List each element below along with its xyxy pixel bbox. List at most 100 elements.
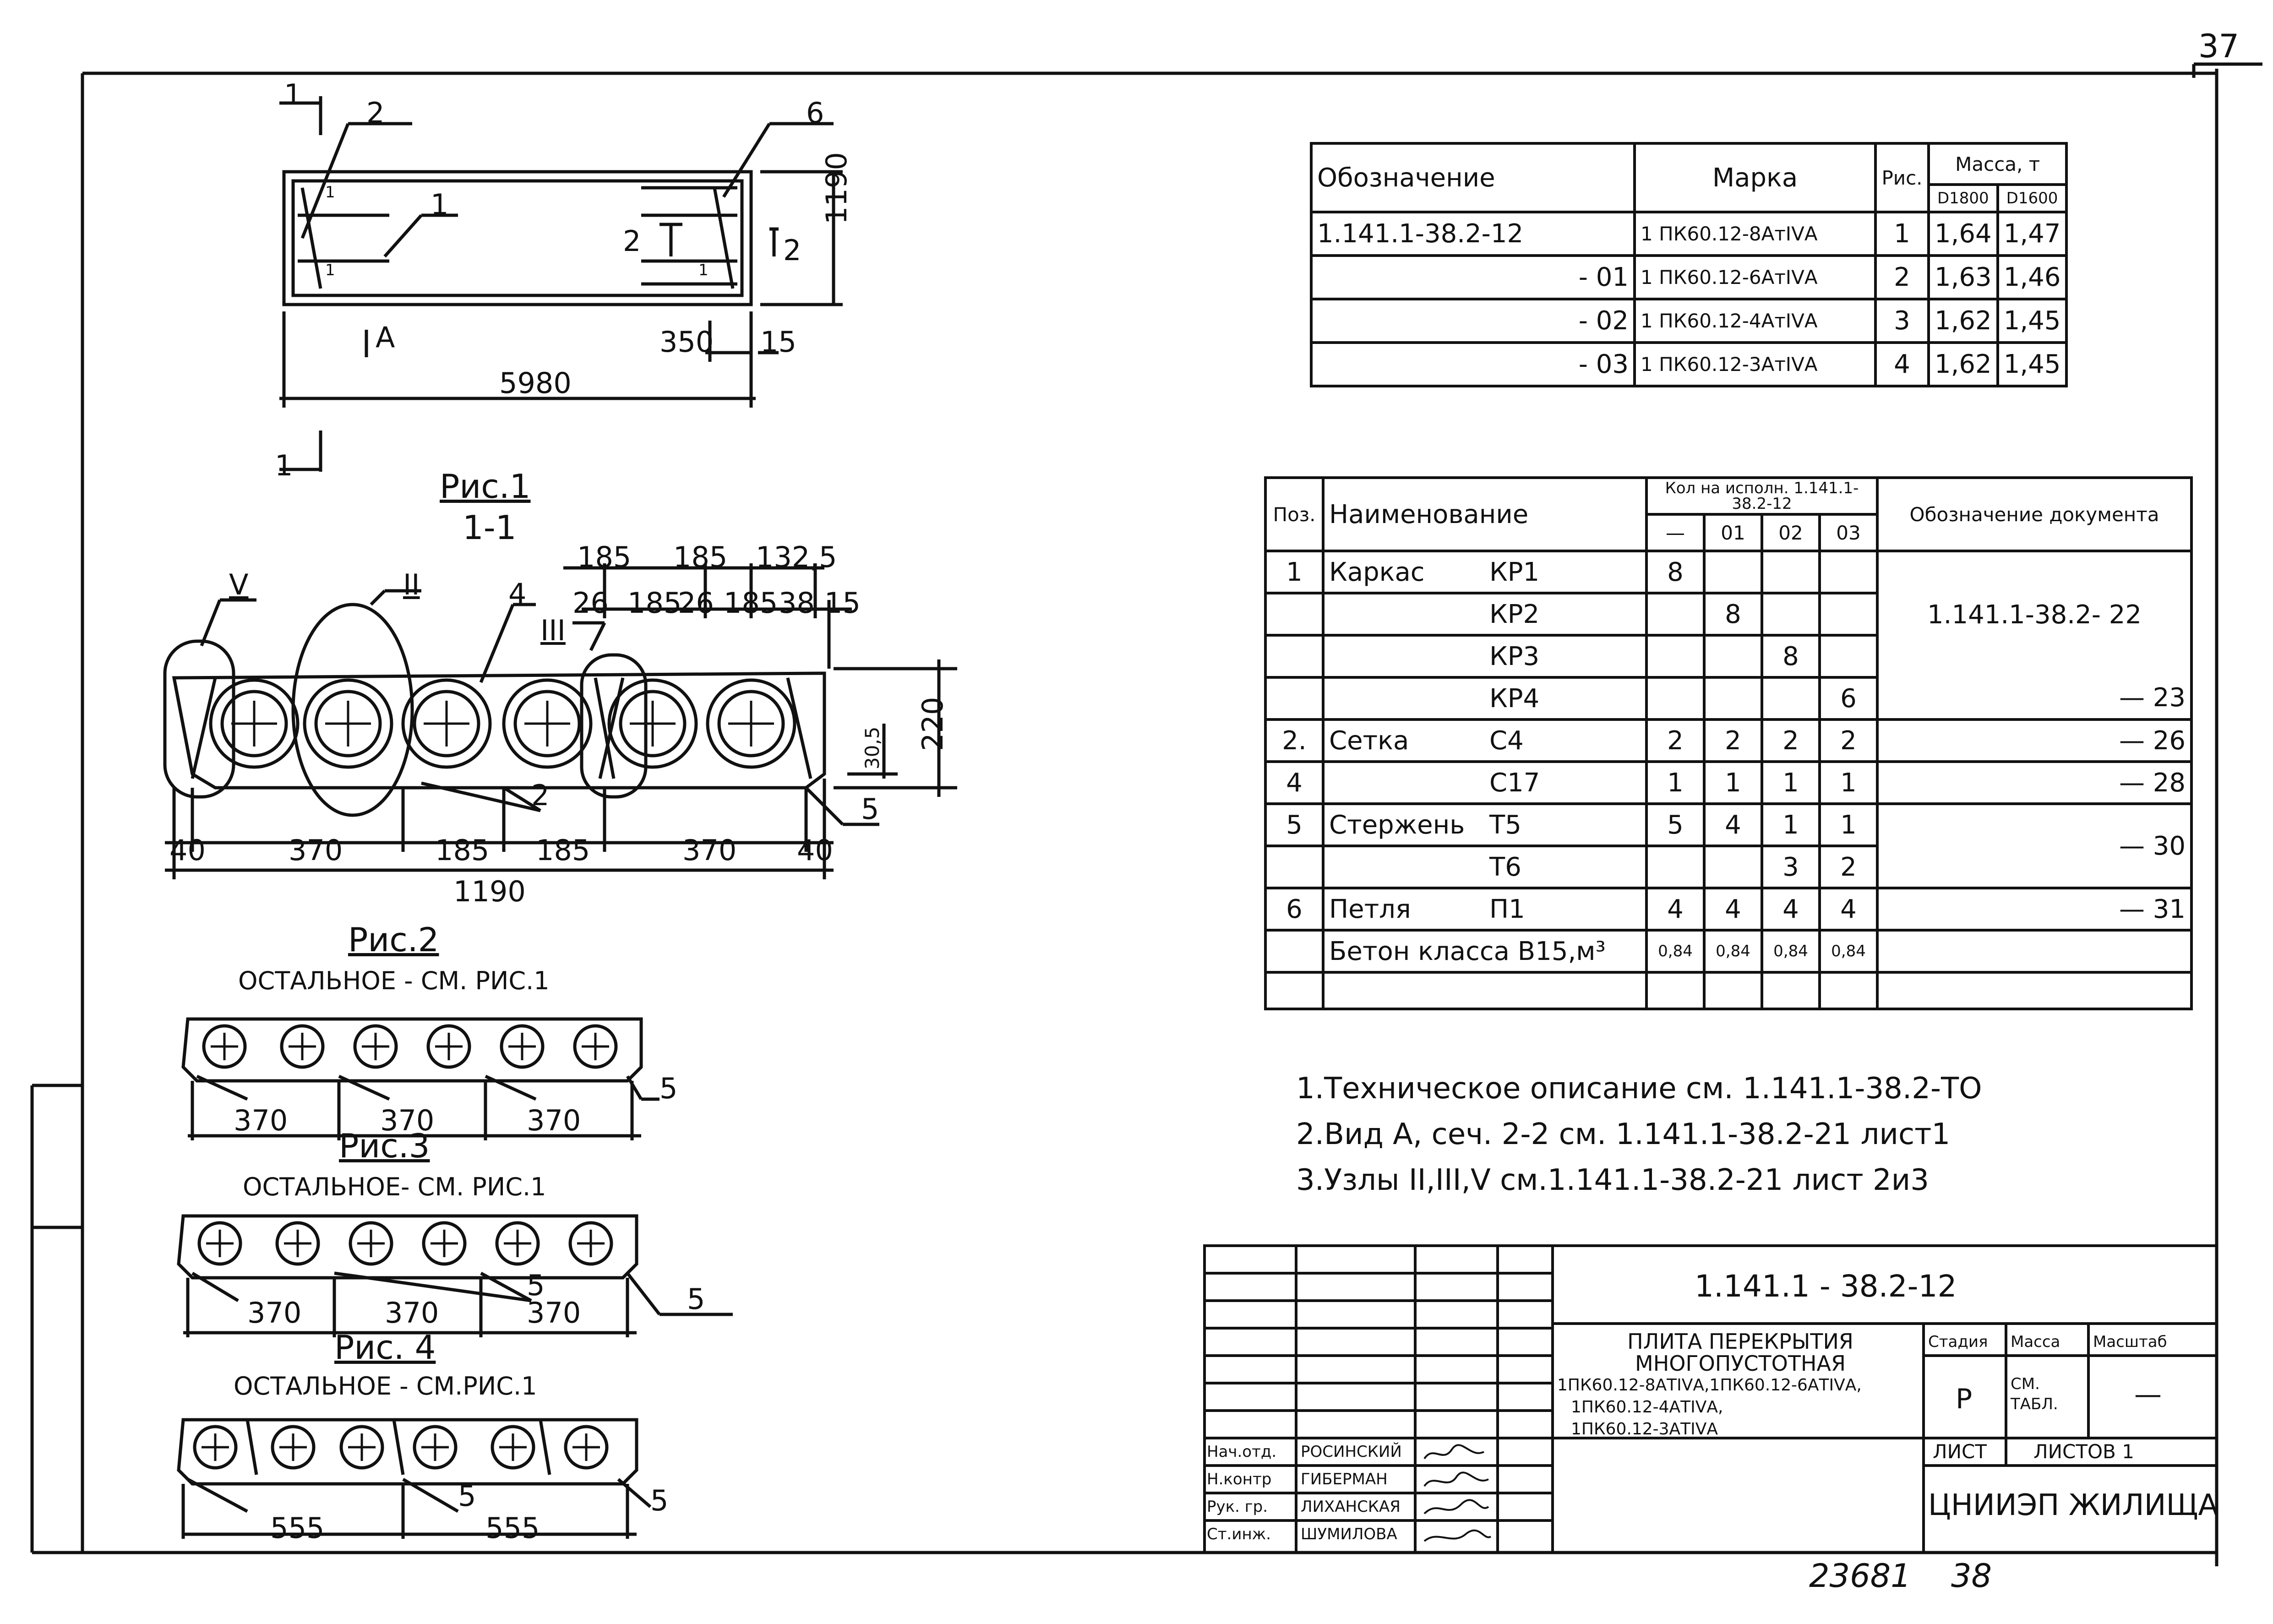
staff-role-3: Рук. гр. <box>1207 1498 1268 1516</box>
th-qty: Кол на исполн. 1.141.1-38.2-12 <box>1645 476 1879 516</box>
dim-370-b: 370 <box>682 834 737 867</box>
fig2-dim-1: 370 <box>234 1104 288 1137</box>
dim-26-b: 26 <box>678 586 714 620</box>
spec-table: Поз. Наименование Кол на исполн. 1.141.1… <box>1264 476 2193 1010</box>
dim-15-b: 15 <box>824 586 861 620</box>
th-pos: Поз. <box>1264 476 1325 552</box>
note-3: 3.Узлы II,III,V см.1.141.1-38.2-21 лист … <box>1296 1163 1929 1197</box>
dim-40-a: 40 <box>169 834 206 867</box>
staff-name-4: Шумилова <box>1301 1525 1397 1543</box>
fig4-dim-1: 555 <box>270 1511 325 1545</box>
dim-350: 350 <box>660 325 714 359</box>
node-iii: III <box>540 614 566 647</box>
fig2-dim-2: 370 <box>380 1104 435 1137</box>
page-number: 37 <box>2198 27 2240 65</box>
th-d1600: D1600 <box>1996 183 2068 213</box>
table-row: КР2 8 <box>1264 592 2191 637</box>
fig2-title: Рис.2 <box>348 921 439 959</box>
note-1: 1.Техническое описание см. 1.141.1-38.2-… <box>1296 1072 1982 1106</box>
scale-value: — <box>2134 1379 2162 1411</box>
marks-table: Обозначение Марка Рис. Масса, т D1800 D1… <box>1310 142 2068 387</box>
dim-1190: 1190 <box>820 152 853 224</box>
dim-132-5: 132,5 <box>756 540 837 574</box>
cut-mark-top: 1 <box>284 78 302 111</box>
staff-role-1: Нач.отд. <box>1207 1443 1277 1461</box>
table-row: 1 Каркас КР1 8 1.141.1-38.2- 22 <box>1264 550 2193 677</box>
node-ii: II <box>403 568 420 601</box>
table-row: - 02 1 ПК60.12-4АтIVА 3 1,62 1,45 <box>1310 298 2068 344</box>
dim-185-b: 185 <box>673 540 728 574</box>
small-mark-1: 1 <box>325 183 335 202</box>
signature-marks <box>1423 1444 1492 1542</box>
table-row: Бетон класса В15,м³ 0,84 0,84 0,84 0,84 <box>1264 929 2193 974</box>
leader-2-fig1: 2 <box>531 779 550 812</box>
dim-26-a: 26 <box>572 586 609 620</box>
hollow-cores <box>193 678 796 1470</box>
cut-mark-bottom: 1 <box>275 449 293 482</box>
mass-value: См. табл. <box>2011 1375 2058 1413</box>
table-row: 2. Сетка С4 2 2 2 2 — 26 <box>1264 718 2193 763</box>
fig1-title: Рис.1 <box>440 467 531 506</box>
table-row: 5 Стержень Т5 5 4 1 1 — 30 <box>1264 802 2193 889</box>
dim-5980: 5980 <box>499 366 572 400</box>
fig4-dim-2: 555 <box>485 1511 540 1545</box>
th-d1800: D1800 <box>1927 183 1999 213</box>
sheets-label: Листов 1 <box>2033 1440 2134 1463</box>
th-mass: Масса, т <box>1927 142 2068 186</box>
leader-6: 6 <box>806 96 824 130</box>
dim-370-a: 370 <box>289 834 343 867</box>
dim-185-a: 185 <box>577 540 632 574</box>
mass-label: Масса <box>2011 1333 2060 1351</box>
scale-label: Масштаб <box>2093 1333 2167 1351</box>
fig2-note: остальное - см. рис.1 <box>238 966 550 995</box>
table-row: - 03 1 ПК60.12-3АтIVА 4 1,62 1,45 <box>1310 341 2068 387</box>
doc-title: Плита перекрытия многопустотная 1ПК60.12… <box>1557 1329 1862 1439</box>
fig3-leader-5a: 5 <box>527 1269 545 1302</box>
leader-2c: 2 <box>783 234 801 267</box>
table-row: КР3 8 <box>1264 634 2191 679</box>
fig1-section: 1-1 <box>463 508 517 547</box>
dim-1190-total: 1190 <box>453 875 526 908</box>
staff-name-3: Лиханская <box>1301 1498 1401 1516</box>
fig4-note: остальное - см.рис.1 <box>234 1372 537 1401</box>
table-row: 6 Петля П1 4 4 4 4 — 31 <box>1264 887 2193 932</box>
th-mark: Марка <box>1633 142 1877 213</box>
note-2: 2.Вид А, сеч. 2-2 см. 1.141.1-38.2-21 ли… <box>1296 1117 1951 1151</box>
table-row <box>1264 971 2193 1010</box>
title-block-grid <box>1203 1244 2218 1554</box>
table-row: 4 С17 1 1 1 1 — 28 <box>1264 760 2193 805</box>
doc-code: 1.141.1 - 38.2-12 <box>1695 1269 1957 1304</box>
table-row: 1.141.1-38.2-12 1 ПК60.12-8АтIVА 1 1,64 … <box>1310 211 2068 257</box>
dim-185-c: 185 <box>627 586 682 620</box>
view-label-a: А <box>376 321 395 354</box>
leader-1: 1 <box>431 188 449 221</box>
small-mark-2: 1 <box>325 261 335 279</box>
node-v: V <box>229 568 249 601</box>
fig3-dim-1: 370 <box>247 1296 302 1330</box>
th-designation: Обозначение <box>1310 142 1636 213</box>
fig2-dim-3: 370 <box>527 1104 581 1137</box>
stage-label: Стадия <box>1928 1333 1988 1351</box>
staff-name-1: Росинский <box>1301 1443 1402 1461</box>
stage-value: Р <box>1956 1383 1973 1415</box>
dim-185-f: 185 <box>536 834 590 867</box>
table-row: - 01 1 ПК60.12-6АтIVА 2 1,63 1,46 <box>1310 254 2068 300</box>
dim-40-b: 40 <box>797 834 833 867</box>
th-name: Наименование <box>1322 476 1648 552</box>
th-doc: Обозначение документа <box>1876 476 2193 552</box>
dim-15: 15 <box>760 325 796 359</box>
fig3-dim-3: 370 <box>527 1296 581 1330</box>
leader-4: 4 <box>508 577 527 610</box>
leader-2b: 2 <box>623 224 641 258</box>
sheet-label: Лист <box>1933 1440 1987 1463</box>
fig2-leader-5: 5 <box>660 1072 678 1105</box>
fig3-leader-5b: 5 <box>687 1282 705 1316</box>
table-row: КР4 6 — 23 <box>1264 676 2193 721</box>
dim-30-5: 30,5 <box>861 726 883 769</box>
leader-5-fig1: 5 <box>861 792 879 826</box>
th-fig: Рис. <box>1874 142 1930 213</box>
footer-page: 38 <box>1951 1557 1992 1595</box>
dim-185-e: 185 <box>435 834 490 867</box>
table-row: Т6 3 2 <box>1264 845 2191 889</box>
